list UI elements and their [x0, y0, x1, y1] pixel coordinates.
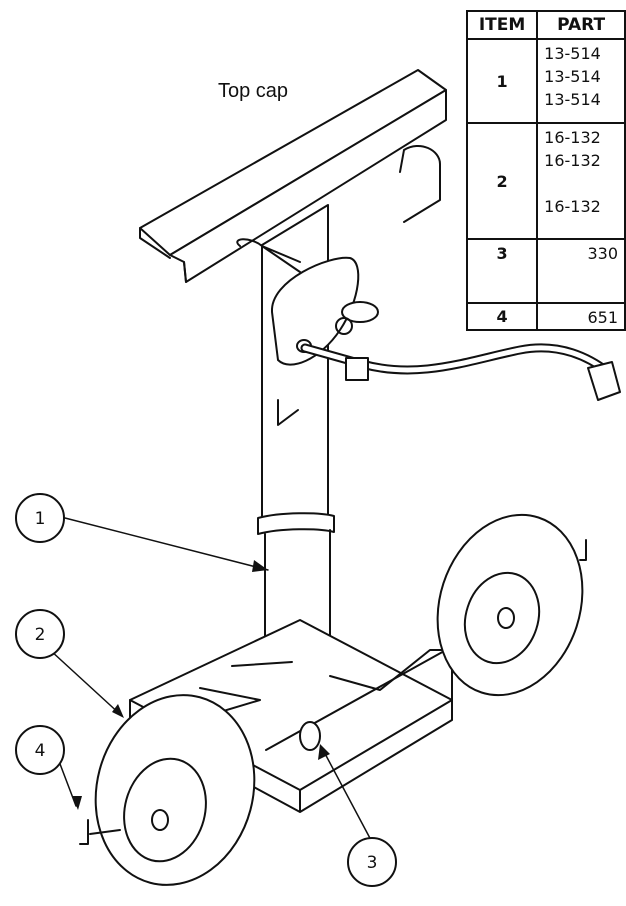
top-handle — [236, 145, 441, 273]
bom-part-line: 13-514 — [544, 67, 601, 86]
bom-header-item: ITEM — [465, 10, 539, 40]
callout-1-circle — [15, 493, 65, 543]
bom-row: 2 16-132 16-132 16-132 — [465, 122, 626, 240]
arrowhead-1 — [252, 560, 268, 572]
arrowhead-4 — [72, 796, 82, 810]
bom-row: 4 651 — [465, 302, 626, 331]
top-cap-label: Top cap — [218, 80, 289, 102]
bom-header-part: PART — [536, 10, 626, 40]
callout-3-circle — [347, 837, 397, 887]
arrowhead-2 — [112, 704, 124, 718]
bom-part-line: 16-132 — [544, 128, 601, 147]
callout-2-circle — [15, 609, 65, 659]
callout-4-label: 4 — [35, 741, 46, 761]
axle-bushing — [299, 721, 321, 751]
bom-part-line: 651 — [587, 308, 618, 327]
bom-part-line: 16-132 — [544, 197, 601, 216]
bom-part-line: 13-514 — [544, 44, 601, 63]
callout-1-label: 1 — [35, 509, 46, 529]
bom-part: 13-514 13-514 13-514 — [536, 38, 626, 124]
bom-part: 16-132 16-132 16-132 — [536, 122, 626, 240]
gearbox — [270, 256, 379, 366]
left-wheel — [79, 694, 256, 886]
crank-handle — [300, 343, 621, 401]
arrowhead-3 — [318, 744, 330, 760]
bom-item: 4 — [465, 302, 539, 331]
right-wheel — [436, 513, 587, 697]
callout-3-label: 3 — [367, 853, 378, 873]
bom-item: 1 — [465, 38, 539, 124]
bom-item: 2 — [465, 122, 539, 240]
callout-2-label: 2 — [35, 625, 46, 645]
bom-part-line: 13-514 — [544, 90, 601, 109]
callout-4-circle — [15, 725, 65, 775]
bom-part-line — [544, 172, 618, 195]
bom-header-row: ITEM PART — [465, 10, 626, 40]
bill-of-materials: ITEM PART 1 13-514 13-514 13-514 2 16-13… — [465, 10, 626, 331]
bom-item: 3 — [465, 238, 539, 304]
bom-part: 330 — [536, 238, 626, 304]
bom-row: 1 13-514 13-514 13-514 — [465, 38, 626, 124]
bom-part-line: 16-132 — [544, 151, 601, 170]
tube-collar — [257, 512, 335, 535]
bom-row: 3 330 — [465, 238, 626, 304]
bom-part-line: 330 — [587, 244, 618, 263]
bom-part: 651 — [536, 302, 626, 331]
upper-tube — [261, 204, 329, 521]
top-cap — [139, 69, 447, 283]
